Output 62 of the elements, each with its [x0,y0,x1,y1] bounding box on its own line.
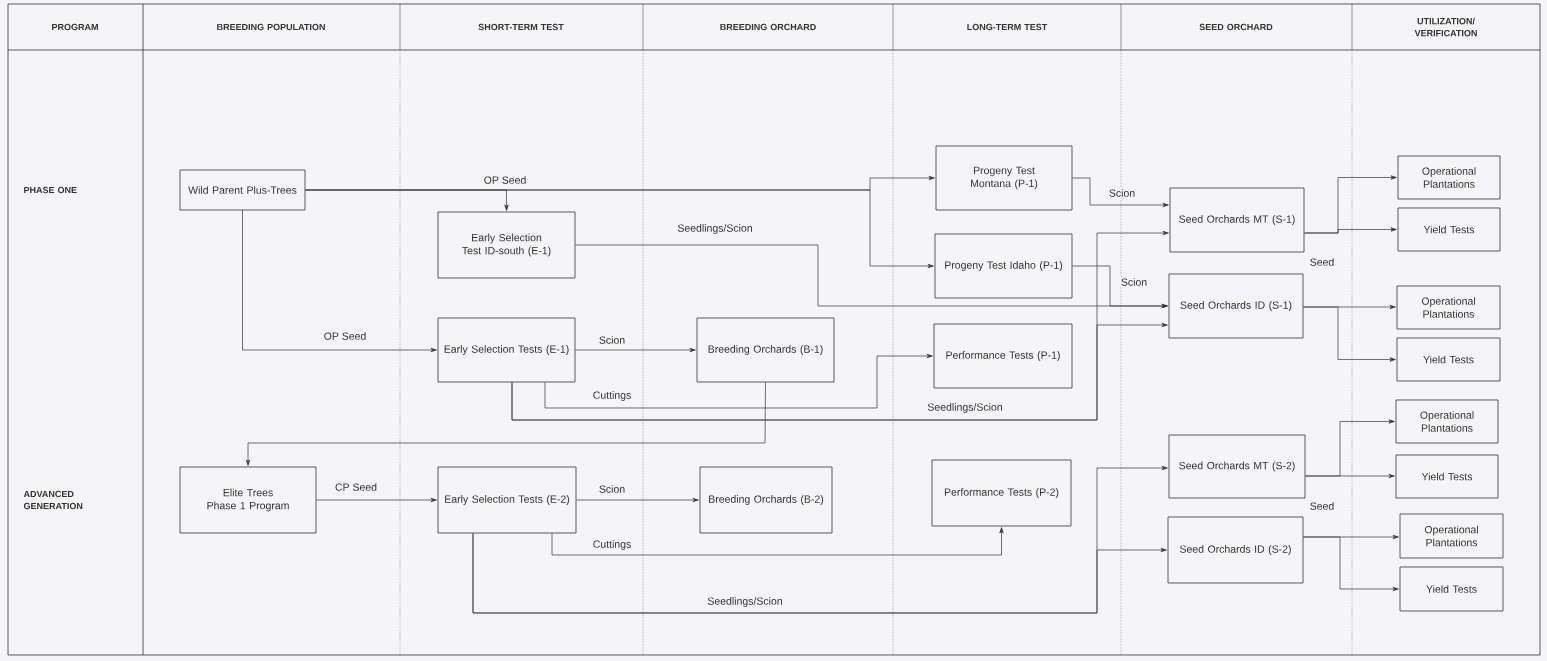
process-box: Seed Orchards ID (S-2) [1167,516,1304,584]
process-box: Performance Tests (P-2) [931,459,1072,527]
arrow [551,527,1004,556]
edge-label: Seedlings/Scion [706,596,784,608]
process-box: Elite Trees Phase 1 Program [179,466,317,534]
arrow [575,347,696,353]
process-box: Breeding Orchards (B-1) [696,317,835,383]
edge-label: OP Seed [322,331,368,341]
column-header: BREEDING ORCHARD [720,23,816,31]
column-header: SHORT-TERM TEST [478,23,564,31]
arrow [511,322,1168,421]
process-box: Progeny Test Idaho (P-1) [934,233,1073,299]
arrow [472,533,1167,614]
row-label: PHASE ONE [24,186,77,194]
arrow [1303,536,1399,592]
arrow [1072,177,1169,208]
arrow [305,189,934,269]
arrow [576,497,699,503]
process-box: Operational Plantations [1396,285,1501,330]
arrow [1072,265,1168,309]
edge-label: Seed [1308,501,1336,511]
edge-label: Scion [1119,277,1149,287]
column-header: PROGRAM [52,23,98,31]
edge-label: CP Seed [334,482,379,492]
edge-label: Cuttings [591,539,633,551]
process-box: Yield Tests [1397,207,1501,252]
process-box: Yield Tests [1396,337,1501,382]
column-header: LONG-TERM TEST [967,23,1048,31]
process-box: Performance Tests (P-1) [933,323,1073,389]
arrow [245,382,766,466]
process-box: Seed Orchards MT (S-2) [1168,434,1306,499]
edge-label: Scion [597,484,627,494]
process-box: Seed Orchards MT (S-1) [1169,187,1305,253]
arrow [242,210,437,353]
process-box: Seed Orchards ID (S-1) [1168,273,1304,339]
edge-label: Cuttings [591,390,633,402]
arrow [316,497,437,503]
edge-label: Seed [1308,257,1336,267]
process-box: Early Selection Tests (E-1) [437,317,576,383]
edge-label: Scion [1107,188,1137,198]
arrow [1303,306,1396,362]
process-box: Operational Plantations [1397,155,1501,200]
arrow [544,353,933,409]
process-box: Progeny Test Montana (P-1) [935,145,1073,211]
column-header: BREEDING POPULATION [217,23,325,31]
process-box: Wild Parent Plus-Trees [179,169,306,211]
edge-label: Scion [597,335,627,345]
arrow [1305,473,1395,479]
edge-label: OP Seed [482,175,528,185]
edge-label: Seedlings/Scion [926,402,1004,414]
process-box: Early Selection Test ID-south (E-1) [437,211,576,279]
process-box: Operational Plantations [1399,513,1504,559]
process-box: Yield Tests [1399,566,1504,612]
process-box: Early Selection Tests (E-2) [437,466,577,534]
column-header: SEED ORCHARD [1199,23,1273,31]
arrow [1304,227,1397,234]
edge-label: Seedlings/Scion [676,223,754,235]
process-box: Yield Tests [1395,454,1499,499]
process-box: Operational Plantations [1395,399,1499,444]
process-box: Breeding Orchards (B-2) [699,466,833,534]
column-header: UTILIZATION/ VERIFICATION [1414,17,1477,37]
row-label: ADVANCED GENERATION [23,490,83,510]
